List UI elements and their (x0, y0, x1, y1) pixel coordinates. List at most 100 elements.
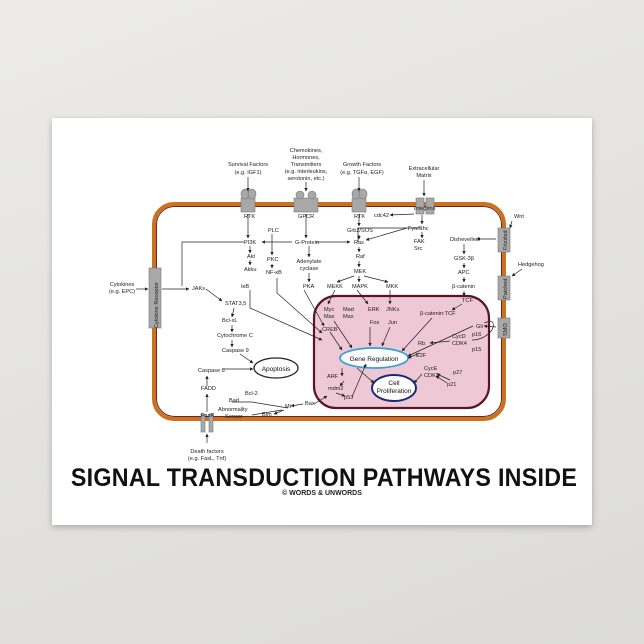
label-p16: p16 (472, 332, 481, 338)
pathway-arrows (136, 177, 523, 443)
label-chem-eg1: (e.g. interleukins, (285, 169, 328, 175)
label-hormones: Hormones, (292, 155, 320, 161)
label-max1: Max (324, 314, 335, 320)
label-src: Src (414, 246, 423, 252)
label-p53: p53 (344, 395, 353, 401)
label-ras: Ras (354, 240, 364, 246)
label-death2: (e.g. FasL, Tnf) (188, 456, 226, 462)
label-integrins: Integrins (414, 206, 436, 212)
label-mad: Mad (343, 307, 354, 313)
receptor-frizzled (497, 227, 511, 253)
label-transmitters: Transmitters (291, 162, 322, 168)
label-abnorm1: Abnormality (218, 407, 248, 413)
label-cytokine-receptor: Cytokine Receptor (154, 282, 160, 328)
label-akku: Akku (244, 267, 256, 273)
label-bim: Bim (262, 412, 272, 418)
label-gprotein: G-Protein (295, 240, 319, 246)
label-max2: Max (343, 314, 354, 320)
signal-pathway-diagram: Survival Factors (e.g. IGF1) Chemokines,… (109, 148, 544, 462)
label-jun: Jun (388, 320, 397, 326)
label-cytokines2: (e.g. EPC) (109, 289, 135, 295)
label-stat: STAT3,5 (225, 301, 246, 307)
label-rtk-1: RTK (244, 214, 255, 220)
label-smo: SMO (503, 323, 509, 336)
label-mapk: MAPK (352, 284, 368, 290)
label-jaks: JAKs (192, 286, 205, 292)
label-fasr: FasR (201, 413, 214, 419)
label-chemokines: Chemokines, (290, 148, 323, 154)
label-gli: Gli (476, 324, 483, 330)
label-cytc: Cytochrome C (217, 333, 253, 339)
label-ikb: IκB (241, 284, 249, 290)
label-casp9: Caspase 9 (222, 348, 249, 354)
label-frizzled: Frizzled (503, 230, 509, 250)
label-hedgehog: Hedgehog (518, 262, 544, 268)
label-p15: p15 (472, 347, 481, 353)
label-cell1: Cell (388, 380, 400, 387)
label-jnks: JNKs (386, 307, 400, 313)
receptor-fasr (200, 413, 214, 433)
label-adenylate1: Adenylate (297, 259, 322, 265)
label-erk: ERK (368, 307, 380, 313)
label-bcatenin: β-catenin (452, 284, 475, 290)
label-wnt: Wnt (514, 214, 524, 220)
label-casp8: Caspase 8 (198, 368, 225, 374)
label-abnorm2: Sensor (225, 414, 243, 420)
label-gene-regulation: Gene Regulation (350, 356, 399, 363)
receptor-patched (497, 275, 511, 301)
label-raf: Raf (356, 254, 365, 260)
label-fos: Fos (370, 320, 380, 326)
label-cdc42: cdc42 (374, 213, 389, 219)
label-cytokines1: Cytokines (110, 282, 135, 288)
label-survival-factors: Survival Factors (228, 162, 268, 168)
label-ecm2: Matrix (416, 173, 431, 179)
label-cell2: Proliferation (377, 388, 412, 395)
label-tcf: TCF (462, 298, 473, 304)
label-chem-eg2: serotonin, etc.) (288, 176, 325, 182)
label-mek: MEK (354, 269, 366, 275)
label-patched: Patched (503, 278, 509, 299)
receptor-gpcr (293, 190, 319, 213)
label-cyce: CycE (424, 366, 438, 372)
label-nfkb: NF-κB (266, 270, 282, 276)
label-bcl2: Bcl-2 (245, 391, 258, 397)
label-fyn-shc: Fyn/Shc (408, 226, 429, 232)
receptor-smo (497, 317, 511, 339)
label-cdk2: CDK2 (424, 373, 439, 379)
postcard: Survival Factors (e.g. IGF1) Chemokines,… (52, 118, 592, 525)
label-cdk4: CDK4 (452, 341, 467, 347)
label-pka: PKA (303, 284, 314, 290)
label-bax: Bax (305, 401, 315, 407)
apoptosis-node (253, 357, 299, 379)
label-dishevelled: Dishevelled (450, 237, 479, 243)
label-pkc: PKC (267, 257, 279, 263)
label-mkk: MKK (386, 284, 398, 290)
label-myc: Myc (324, 307, 334, 313)
cell-proliferation-node (371, 374, 417, 402)
label-ecm1: Extracellular (409, 166, 440, 172)
pathway-long-lines (181, 227, 494, 416)
label-growth-eg: (e.g. TGFα, EGF) (340, 170, 384, 176)
receptor-rtk-2 (351, 188, 368, 213)
label-creb: CREB (322, 327, 338, 333)
label-gsk3b: GSK-3β (454, 256, 474, 262)
label-mdm2: mdm2 (328, 386, 344, 392)
label-growth-factors: Growth Factors (343, 162, 381, 168)
label-survival-eg: (e.g. IGF1) (234, 170, 261, 176)
label-bad: Bad (229, 398, 239, 404)
label-bcat-tcf: β-catenin:TCF (420, 311, 456, 317)
label-apc: APC (458, 270, 470, 276)
label-plc: PLC (268, 228, 279, 234)
receptor-integrins (415, 197, 435, 215)
credit-line: © WORDS & UNWORDS (282, 490, 362, 497)
page-title: SIGNAL TRANSDUCTION PATHWAYS INSIDE (70, 464, 578, 492)
label-p21: p21 (447, 382, 456, 388)
label-cycd: CycD (452, 334, 466, 340)
receptor-cytokine (148, 267, 162, 329)
label-akt: Akt (247, 254, 256, 260)
label-fadd: FADD (201, 386, 216, 392)
label-fak: FAK (414, 239, 425, 245)
label-adenylate2: cyclase (300, 266, 319, 272)
label-mi: Mi (285, 404, 291, 410)
label-mekk: MEKK (327, 284, 343, 290)
